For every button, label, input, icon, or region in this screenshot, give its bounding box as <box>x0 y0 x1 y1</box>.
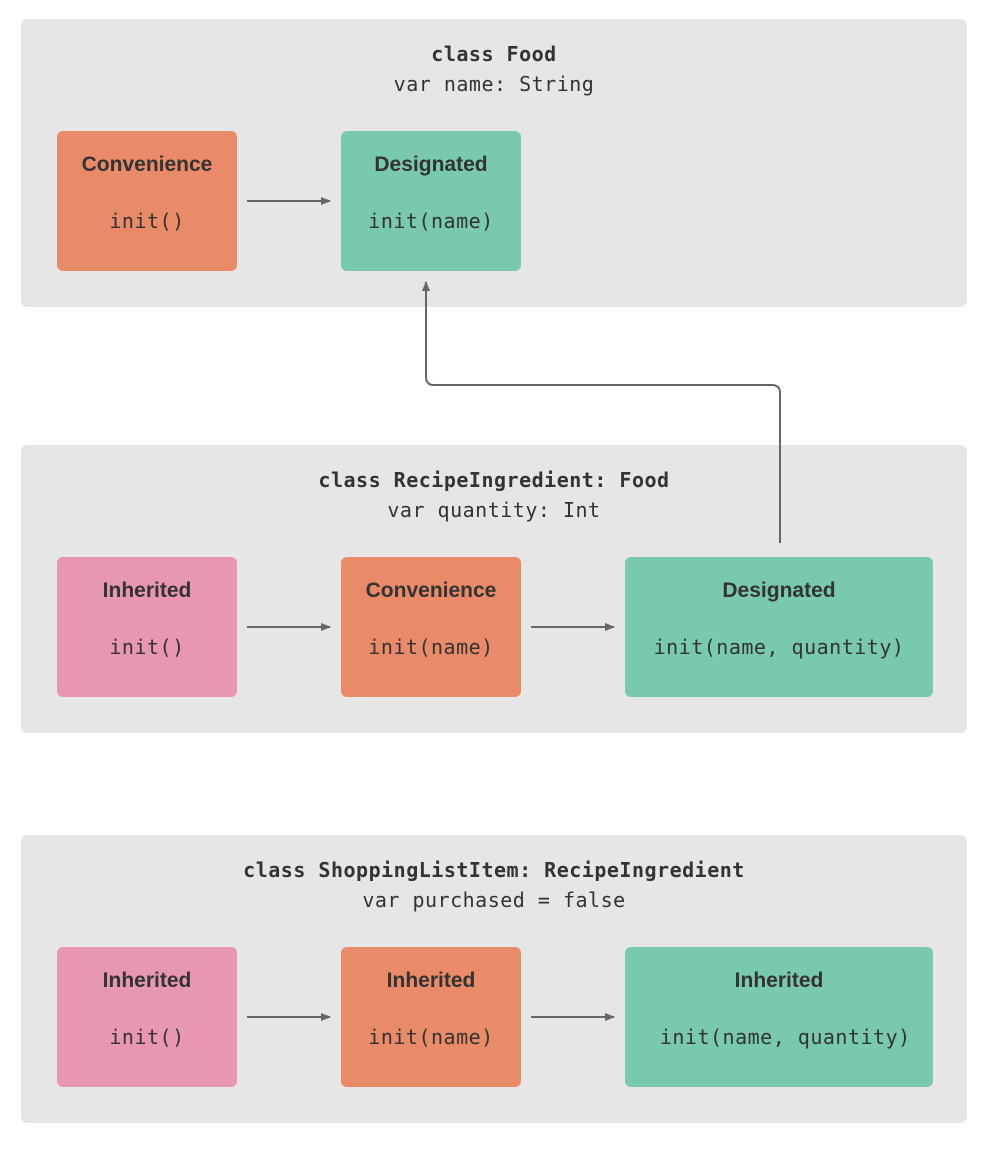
food-designated-init-box: Designated init(name) <box>341 131 521 271</box>
recipe-convenience-signature: init(name) <box>368 635 494 659</box>
food-convenience-signature: init() <box>109 209 185 233</box>
food-designated-signature: init(name) <box>368 209 494 233</box>
class-recipe-ingredient-property: var quantity: Int <box>387 498 601 522</box>
class-food-panel: class Food var name: String Convenience … <box>21 19 967 307</box>
recipe-inherited-signature: init() <box>109 635 185 659</box>
recipe-designated-signature: init(name, quantity) <box>653 635 905 659</box>
class-food-property: var name: String <box>393 72 595 96</box>
recipe-convenience-init-box: Convenience init(name) <box>341 557 521 697</box>
shopping-inherited-init-name-kind-label: Inherited <box>386 969 476 992</box>
recipe-convenience-kind-label: Convenience <box>365 579 497 602</box>
class-food-title: class Food <box>431 42 557 66</box>
class-shopping-list-item-title: class ShoppingListItem: RecipeIngredient <box>243 858 745 882</box>
shopping-inherited-init-box: Inherited init() <box>57 947 237 1087</box>
shopping-inherited-init-name-signature: init(name) <box>368 1025 494 1049</box>
shopping-inherited-init-kind-label: Inherited <box>102 969 192 992</box>
class-recipe-ingredient-title: class RecipeIngredient: Food <box>318 468 670 492</box>
recipe-inherited-kind-label: Inherited <box>102 579 192 602</box>
class-shopping-list-item-property: var purchased = false <box>362 888 626 912</box>
recipe-designated-kind-label: Designated <box>722 579 836 602</box>
shopping-inherited-init-name-quantity-kind-label: Inherited <box>734 969 824 992</box>
class-recipe-ingredient-panel: class RecipeIngredient: Food var quantit… <box>21 445 967 733</box>
class-shopping-list-item-panel: class ShoppingListItem: RecipeIngredient… <box>21 835 967 1123</box>
food-convenience-init-box: Convenience init() <box>57 131 237 271</box>
recipe-designated-init-box: Designated init(name, quantity) <box>625 557 933 697</box>
shopping-inherited-init-name-box: Inherited init(name) <box>341 947 521 1087</box>
shopping-inherited-init-name-quantity-signature: init(name, quantity) <box>647 1025 911 1049</box>
shopping-inherited-init-name-quantity-box: Inherited init(name, quantity) <box>625 947 933 1087</box>
recipe-inherited-init-box: Inherited init() <box>57 557 237 697</box>
shopping-inherited-init-signature: init() <box>109 1025 185 1049</box>
food-convenience-kind-label: Convenience <box>81 153 213 176</box>
food-designated-kind-label: Designated <box>374 153 488 176</box>
